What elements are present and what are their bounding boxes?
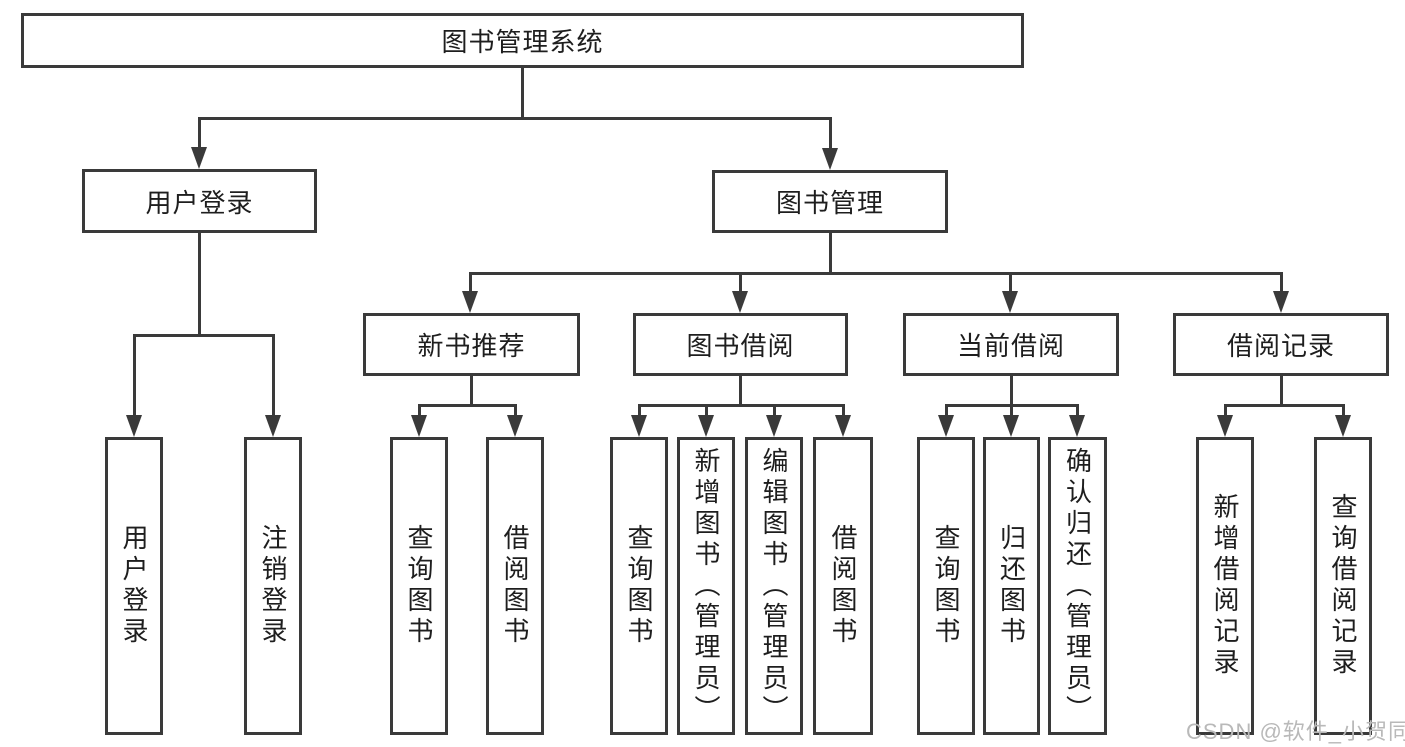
arrowhead-down-icon bbox=[631, 415, 647, 437]
connector-line-vertical bbox=[1279, 273, 1283, 293]
node-leaf-add-book: 新增图书（管理员） bbox=[677, 437, 735, 735]
node-label-leaf-return-book: 归还图书 bbox=[996, 524, 1027, 648]
node-leaf-user-login: 用户登录 bbox=[105, 437, 163, 735]
arrowhead-down-icon bbox=[938, 415, 954, 437]
node-label-current-borrow: 当前借阅 bbox=[956, 331, 1065, 361]
connector-line-horizontal bbox=[132, 333, 275, 337]
node-leaf-add-borrow-rec: 新增借阅记录 bbox=[1196, 437, 1254, 735]
node-label-book-borrow: 图书借阅 bbox=[686, 331, 795, 361]
arrowhead-down-icon bbox=[462, 291, 478, 313]
connector-line-horizontal bbox=[417, 403, 517, 407]
connector-line-vertical bbox=[704, 405, 708, 417]
connector-line-horizontal bbox=[197, 116, 832, 120]
connector-line-vertical bbox=[1075, 405, 1079, 417]
arrowhead-down-icon bbox=[126, 415, 142, 437]
arrowhead-down-icon bbox=[698, 415, 714, 437]
arrowhead-down-icon bbox=[732, 291, 748, 313]
connector-line-horizontal bbox=[1223, 403, 1345, 407]
node-label-leaf-borrow-book-b: 借阅图书 bbox=[828, 524, 858, 648]
node-label-leaf-borrow-book-a: 借阅图书 bbox=[500, 524, 530, 648]
node-label-leaf-query-borrow-rec: 查询借阅记录 bbox=[1328, 493, 1358, 679]
connector-line-horizontal bbox=[468, 271, 1283, 275]
connector-line-vertical bbox=[132, 335, 136, 417]
node-leaf-query-book-c: 查询图书 bbox=[917, 437, 975, 735]
node-label-borrow-records: 借阅记录 bbox=[1226, 331, 1335, 361]
node-leaf-logout: 注销登录 bbox=[244, 437, 302, 735]
connector-line-vertical bbox=[1341, 405, 1345, 417]
connector-line-vertical bbox=[637, 405, 641, 417]
arrowhead-down-icon bbox=[766, 415, 782, 437]
arrowhead-down-icon bbox=[507, 415, 523, 437]
node-label-new-book-rec: 新书推荐 bbox=[417, 331, 526, 361]
arrowhead-down-icon bbox=[191, 147, 207, 169]
watermark-text: CSDN @软件_小贺同学 bbox=[1186, 719, 1405, 744]
node-label-book-mgmt: 图书管理 bbox=[775, 188, 884, 218]
arrowhead-down-icon bbox=[1002, 291, 1018, 313]
node-user-login: 用户登录 bbox=[82, 169, 317, 233]
connector-line-vertical bbox=[417, 405, 421, 417]
connector-line-vertical bbox=[1009, 405, 1013, 417]
connector-line-vertical bbox=[828, 233, 832, 274]
connector-line-vertical bbox=[944, 405, 948, 417]
connector-line-vertical bbox=[841, 405, 845, 417]
connector-line-vertical bbox=[271, 335, 275, 417]
node-label-leaf-query-book-b: 查询图书 bbox=[624, 524, 654, 648]
connector-line-vertical bbox=[468, 273, 472, 293]
node-book-borrow: 图书借阅 bbox=[633, 313, 848, 376]
node-current-borrow: 当前借阅 bbox=[903, 313, 1119, 376]
node-book-mgmt: 图书管理 bbox=[712, 170, 948, 233]
node-new-book-rec: 新书推荐 bbox=[363, 313, 580, 376]
node-leaf-borrow-book-a: 借阅图书 bbox=[486, 437, 544, 735]
node-borrow-records: 借阅记录 bbox=[1173, 313, 1389, 376]
node-label-root: 图书管理系统 bbox=[441, 27, 604, 57]
connector-line-vertical bbox=[1223, 405, 1227, 417]
connector-line-vertical bbox=[513, 405, 517, 417]
connector-line-vertical bbox=[520, 68, 524, 120]
connector-line-vertical bbox=[738, 376, 742, 405]
arrowhead-down-icon bbox=[822, 148, 838, 170]
node-label-leaf-logout: 注销登录 bbox=[258, 524, 288, 648]
node-label-leaf-query-book-c: 查询图书 bbox=[931, 524, 961, 648]
node-root: 图书管理系统 bbox=[21, 13, 1024, 68]
arrowhead-down-icon bbox=[1217, 415, 1233, 437]
connector-line-vertical bbox=[738, 273, 742, 293]
arrowhead-down-icon bbox=[411, 415, 427, 437]
node-label-leaf-edit-book: 编辑图书（管理员） bbox=[759, 446, 789, 726]
node-label-leaf-add-book: 新增图书（管理员） bbox=[691, 446, 721, 726]
connector-line-vertical bbox=[772, 405, 776, 417]
node-leaf-query-book-b: 查询图书 bbox=[610, 437, 668, 735]
connector-line-vertical bbox=[469, 376, 473, 405]
node-leaf-edit-book: 编辑图书（管理员） bbox=[745, 437, 803, 735]
node-label-user-login: 用户登录 bbox=[145, 187, 254, 218]
arrowhead-down-icon bbox=[1069, 415, 1085, 437]
arrowhead-down-icon bbox=[265, 415, 281, 437]
connector-line-vertical bbox=[828, 118, 832, 151]
node-label-leaf-user-login: 用户登录 bbox=[119, 524, 149, 648]
node-label-leaf-query-book-a: 查询图书 bbox=[404, 524, 434, 648]
node-leaf-query-book-a: 查询图书 bbox=[390, 437, 448, 735]
connector-line-vertical bbox=[1008, 273, 1012, 293]
connector-line-horizontal bbox=[637, 403, 845, 407]
arrowhead-down-icon bbox=[835, 415, 851, 437]
node-leaf-confirm-return: 确认归还（管理员） bbox=[1048, 437, 1107, 735]
arrowhead-down-icon bbox=[1003, 415, 1019, 437]
node-leaf-query-borrow-rec: 查询借阅记录 bbox=[1314, 437, 1372, 735]
node-label-leaf-add-borrow-rec: 新增借阅记录 bbox=[1210, 493, 1240, 679]
node-leaf-borrow-book-b: 借阅图书 bbox=[813, 437, 873, 735]
connector-line-vertical bbox=[197, 233, 201, 335]
connector-line-vertical bbox=[1009, 376, 1013, 405]
node-leaf-return-book: 归还图书 bbox=[983, 437, 1040, 735]
arrowhead-down-icon bbox=[1273, 291, 1289, 313]
arrowhead-down-icon bbox=[1335, 415, 1351, 437]
connector-line-vertical bbox=[1279, 376, 1283, 405]
node-label-leaf-confirm-return: 确认归还（管理员） bbox=[1062, 446, 1093, 726]
connector-line-vertical bbox=[197, 118, 201, 150]
